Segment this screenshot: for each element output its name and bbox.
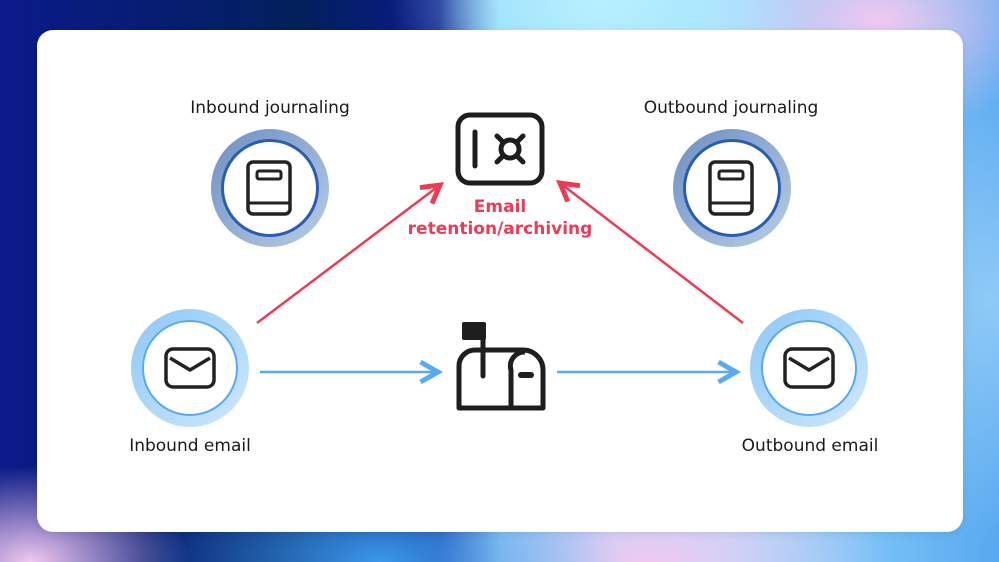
archive-label-line2: retention/archiving	[407, 219, 593, 239]
inbound-email-label: Inbound email	[129, 436, 251, 456]
outbound-journaling-label: Outbound journaling	[643, 98, 819, 118]
book-icon	[246, 160, 292, 216]
inbound-email-node	[131, 309, 249, 427]
outbound-email-node	[750, 309, 868, 427]
outbound-journaling-node	[673, 129, 791, 247]
archive-label-line1: Email	[473, 197, 527, 217]
inbound-journaling-label: Inbound journaling	[190, 98, 350, 118]
arrow-outbound-to-archive	[560, 183, 744, 324]
envelope-icon	[164, 347, 216, 389]
archive-label: Email retention/archiving	[408, 196, 593, 240]
book-icon	[708, 160, 754, 216]
envelope-icon	[783, 347, 835, 389]
inbound-journaling-node	[211, 129, 329, 247]
arrow-inbound-to-archive	[256, 185, 440, 324]
outbound-email-label: Outbound email	[741, 436, 879, 456]
mailbox-icon	[456, 322, 546, 411]
safe-icon	[455, 112, 545, 186]
